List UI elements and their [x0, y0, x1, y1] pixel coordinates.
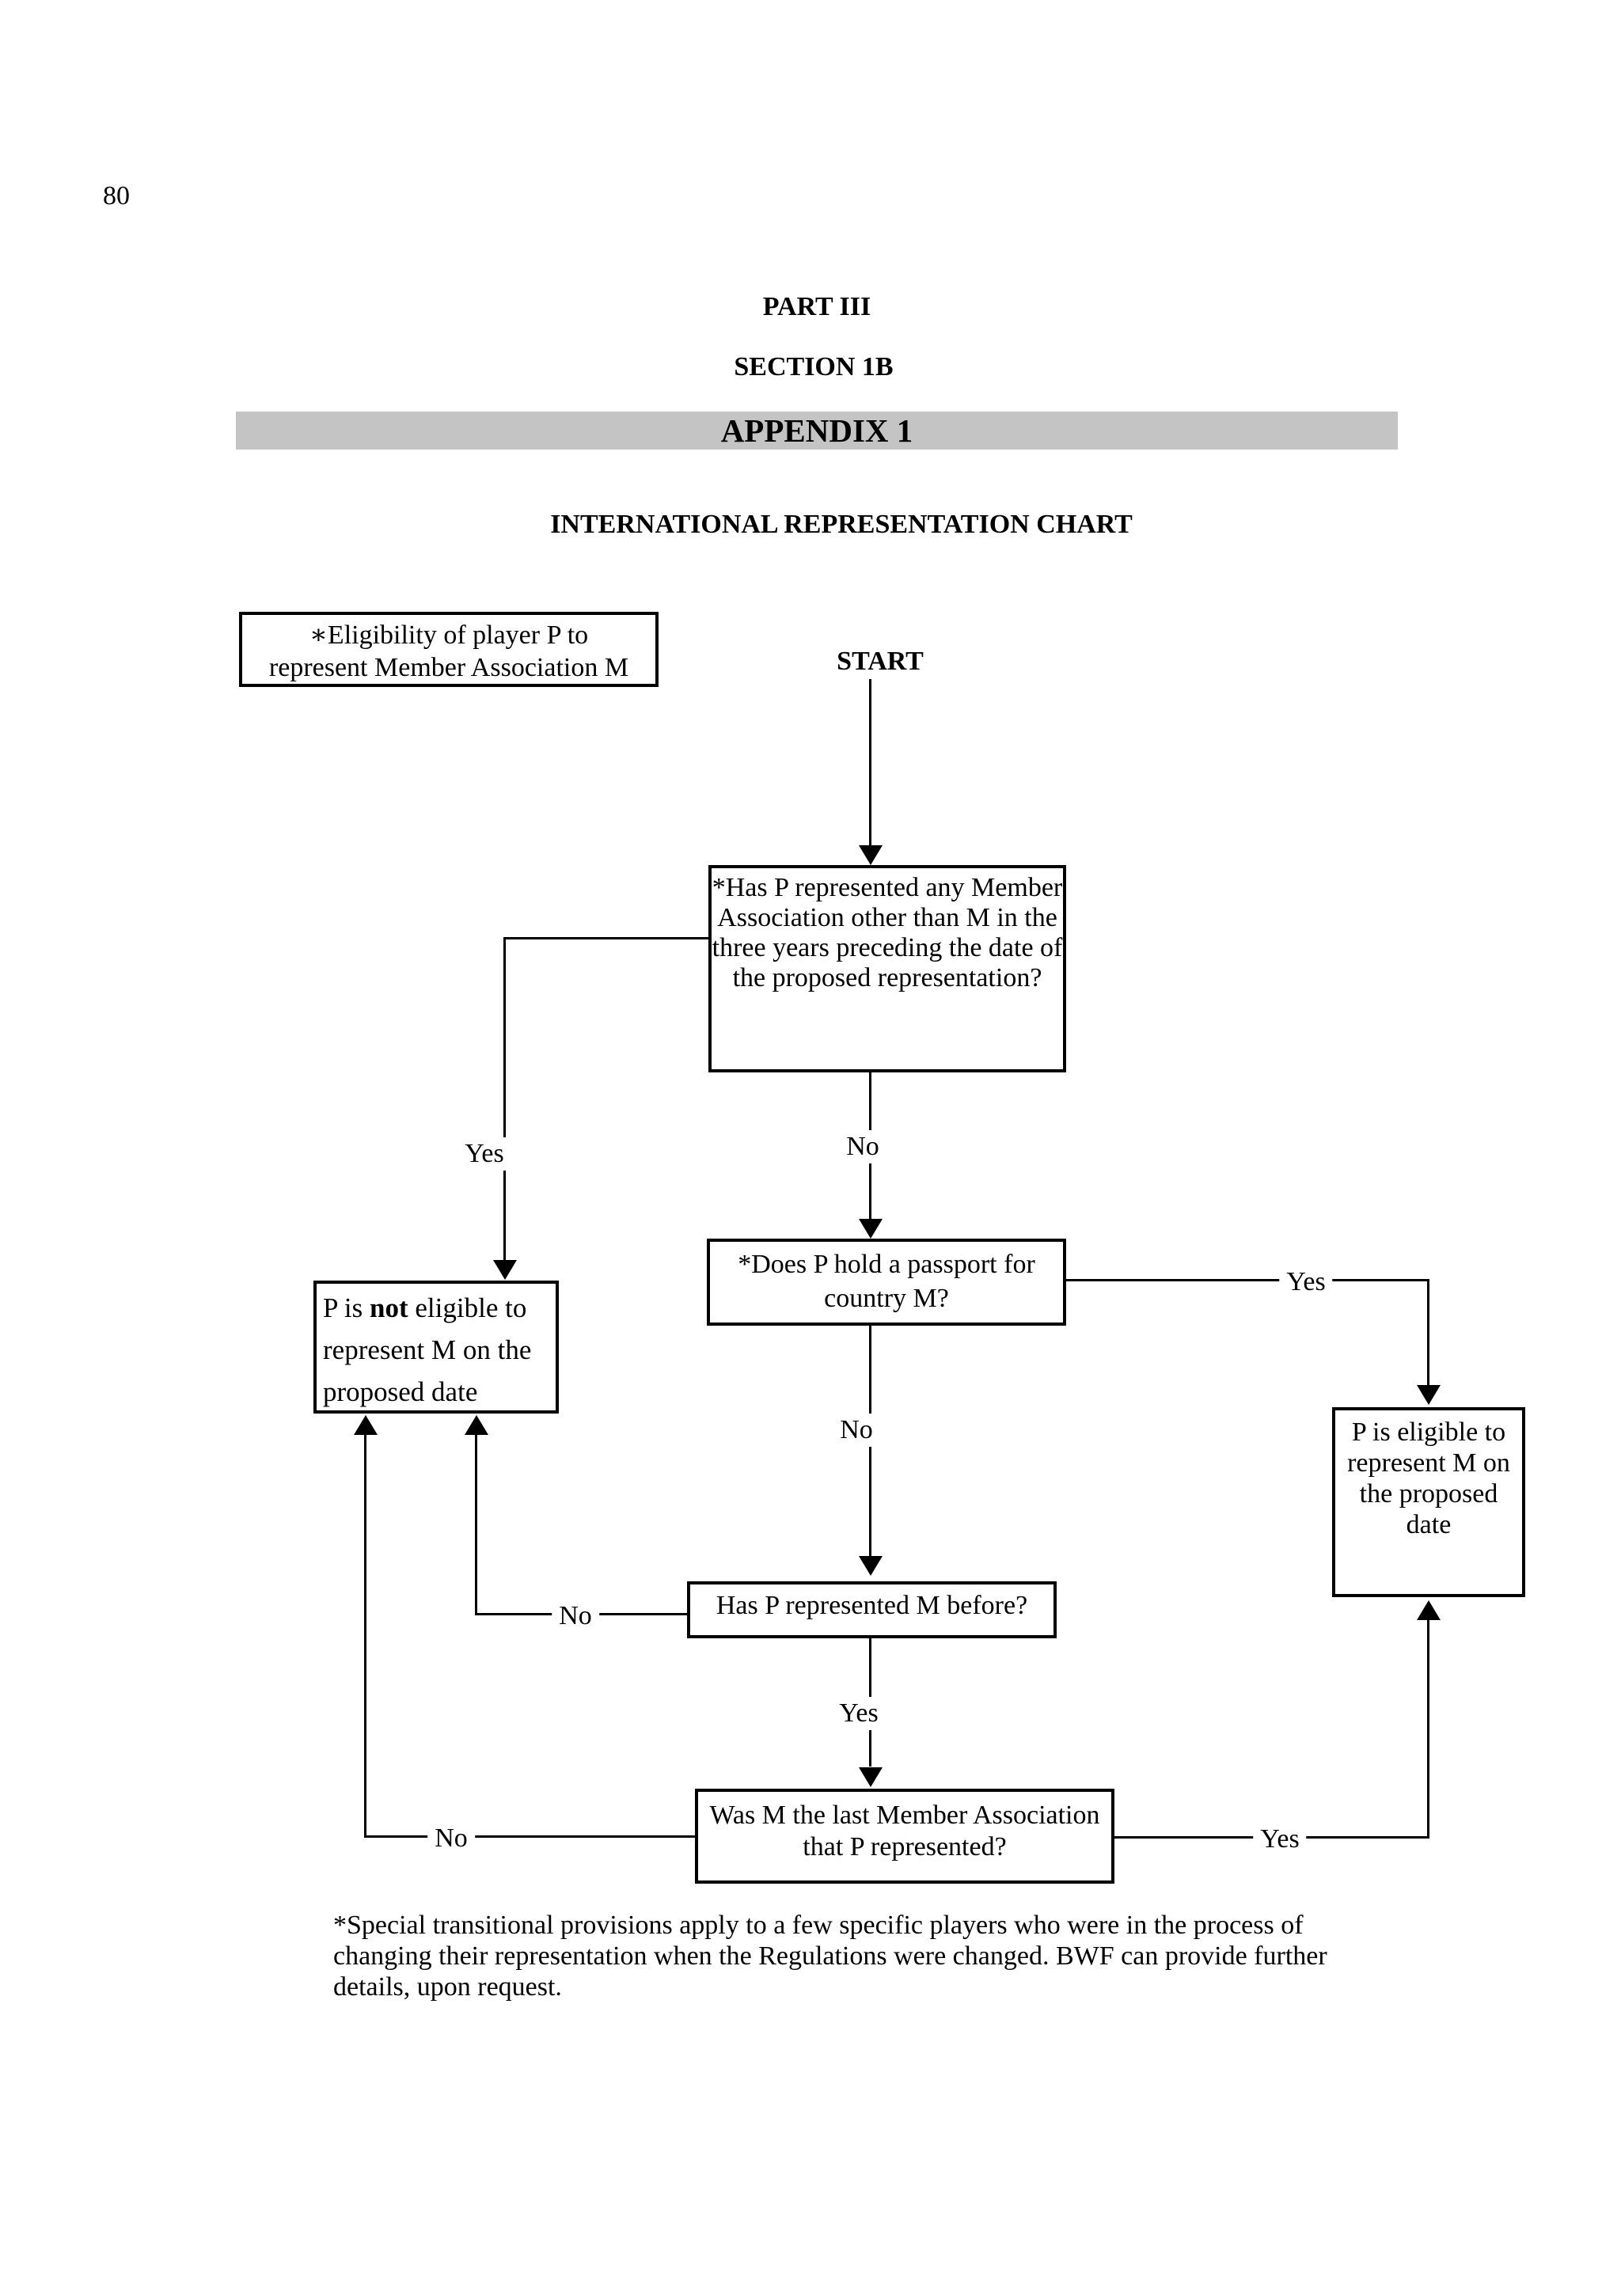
not-eligible-text: P is — [323, 1292, 370, 1323]
q3-no-label: No — [552, 1600, 599, 1633]
chart-title: INTERNATIONAL REPRESENTATION CHART — [550, 510, 1133, 539]
not-eligible-line: proposed date — [323, 1376, 478, 1407]
q1-line: the proposed representation? — [732, 963, 1042, 992]
q3-yes-label: Yes — [832, 1697, 886, 1730]
arrowhead-down-icon — [859, 1219, 883, 1239]
footnote: *Special transitional provisions apply t… — [333, 1910, 1327, 2002]
arrowhead-down-icon — [859, 1767, 883, 1787]
q1-line: Association other than M in the — [717, 903, 1057, 932]
connector-line — [503, 937, 506, 1262]
q3-represented-before-box: Has P represented M before? — [687, 1581, 1057, 1638]
arrowhead-down-icon — [493, 1260, 517, 1280]
q2-yes-label: Yes — [1279, 1266, 1333, 1299]
connector-line — [475, 1434, 477, 1615]
footnote-line: changing their representation when the R… — [333, 1941, 1327, 1971]
eligible-line: P is eligible to — [1351, 1417, 1506, 1447]
eligible-line: represent M on — [1347, 1448, 1510, 1478]
part-heading: PART III — [762, 292, 871, 321]
not-eligible-bold-text: not — [370, 1292, 408, 1323]
not-eligible-text: eligible to — [408, 1292, 527, 1323]
connector-line — [869, 679, 871, 848]
arrowhead-up-icon — [1417, 1600, 1441, 1620]
appendix-bar: APPENDIX 1 — [236, 412, 1398, 450]
q2-line: *Does P hold a passport for — [738, 1250, 1035, 1279]
eligible-box: P is eligible to represent M on the prop… — [1332, 1407, 1525, 1597]
q1-yes-label: Yes — [457, 1137, 511, 1171]
arrowhead-up-icon — [354, 1415, 378, 1435]
eligible-line: date — [1406, 1510, 1452, 1539]
not-eligible-line: P is not eligible to — [323, 1287, 556, 1329]
not-eligible-box: P is not eligible to represent M on the … — [313, 1281, 559, 1414]
not-eligible-line: represent M on the — [323, 1334, 532, 1365]
q3-line: Has P represented M before? — [716, 1591, 1028, 1620]
note-line: represent Member Association M — [268, 653, 629, 682]
q1-represented-other-box: *Has P represented any Member Associatio… — [708, 865, 1066, 1072]
q1-line: three years preceding the date of — [712, 933, 1063, 962]
section-heading: SECTION 1B — [734, 352, 894, 381]
q1-line: *Has P represented any Member — [712, 873, 1063, 902]
connector-line — [1427, 1279, 1429, 1387]
arrowhead-down-icon — [1417, 1385, 1441, 1405]
arrowhead-down-icon — [859, 1556, 883, 1576]
connector-line — [364, 1835, 695, 1838]
page-number: 80 — [103, 181, 130, 211]
q2-no-label: No — [833, 1414, 880, 1447]
connector-line — [1427, 1619, 1429, 1839]
connector-line — [1066, 1279, 1429, 1281]
eligible-line: the proposed — [1359, 1479, 1498, 1509]
start-label: START — [837, 647, 924, 676]
q4-yes-label: Yes — [1253, 1823, 1307, 1856]
connector-line — [364, 1434, 366, 1838]
q1-no-label: No — [839, 1130, 886, 1163]
q4-line: that P represented? — [803, 1832, 1007, 1861]
note-line: ∗Eligibility of player P to — [309, 620, 589, 650]
arrowhead-down-icon — [859, 845, 883, 865]
footnote-line: *Special transitional provisions apply t… — [333, 1911, 1304, 1940]
eligibility-note-box: ∗Eligibility of player P to represent Me… — [239, 612, 659, 687]
q2-passport-box: *Does P hold a passport for country M? — [707, 1239, 1066, 1326]
footnote-line: details, upon request. — [333, 1972, 562, 2002]
connector-line — [503, 937, 708, 939]
q2-line: country M? — [824, 1284, 949, 1313]
arrowhead-up-icon — [465, 1415, 488, 1435]
appendix-heading: APPENDIX 1 — [720, 412, 913, 449]
q4-last-association-box: Was M the last Member Association that P… — [695, 1789, 1114, 1884]
q4-line: Was M the last Member Association — [709, 1801, 1100, 1830]
q4-no-label: No — [427, 1822, 475, 1855]
